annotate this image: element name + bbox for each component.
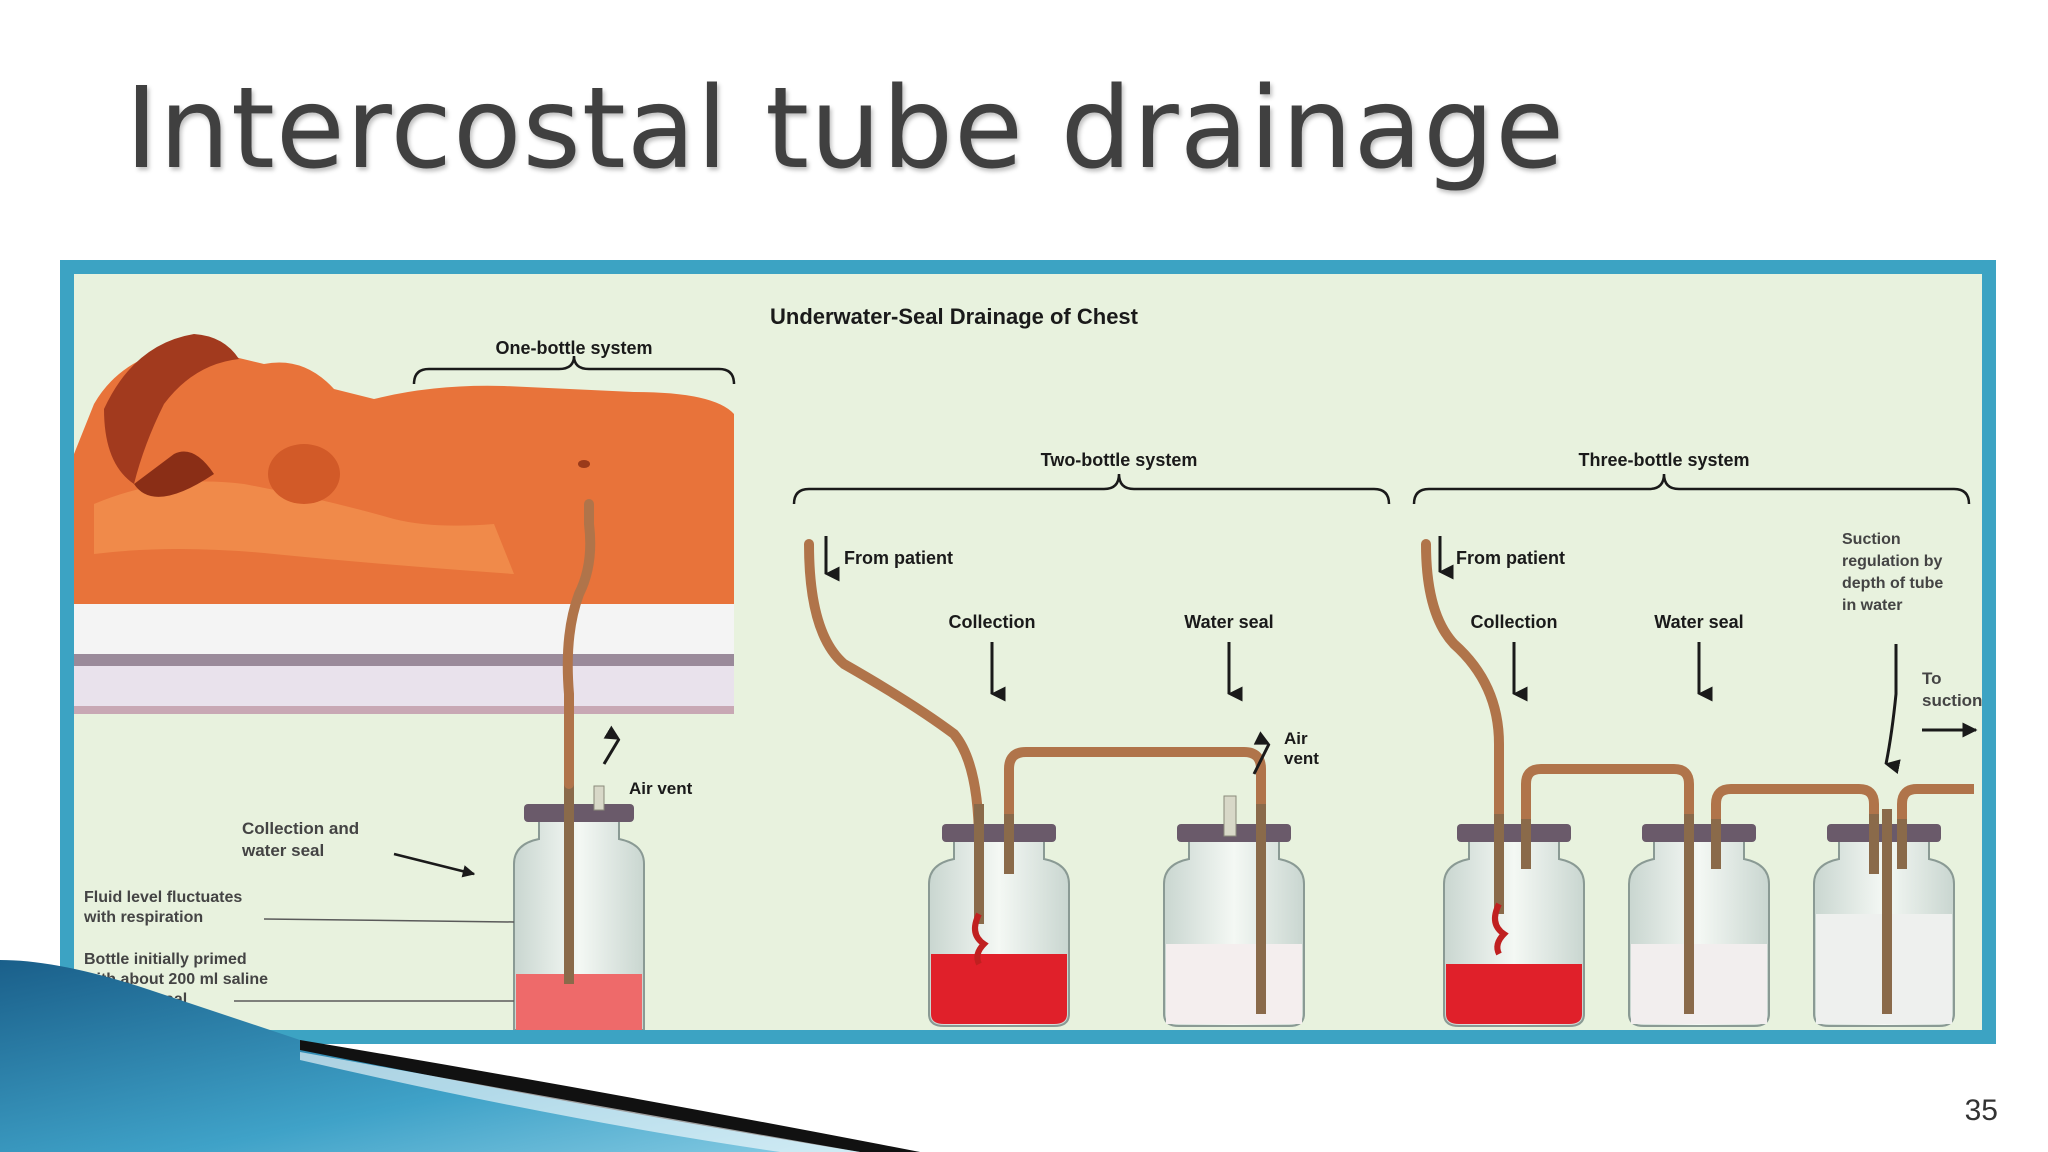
three-water-seal-bottle: [1628, 814, 1770, 1027]
two-bottle-brace: [792, 473, 1391, 505]
collection-water-seal-label-1: Collection and: [242, 819, 359, 838]
fluid-level-label-1: Fluid level fluctuates: [84, 889, 242, 906]
figure-heading: Underwater-Seal Drainage of Chest: [770, 304, 1139, 329]
three-bottle-from-patient: From patient: [1456, 548, 1565, 568]
air-vent-arrow: [602, 725, 621, 765]
three-bottle-title: Three-bottle system: [1578, 450, 1749, 470]
three-collection-bottle: [1443, 814, 1585, 1027]
one-bottle-brace: [412, 355, 736, 385]
two-water-seal-bottle: [1163, 795, 1305, 1027]
two-bottle-title: Two-bottle system: [1041, 450, 1198, 470]
suction-regulation-label-2: regulation by: [1842, 553, 1943, 570]
one-bottle-air-vent-label: Air vent: [629, 779, 693, 798]
fluid-level-label-2: with respiration: [83, 909, 203, 926]
three-bottle-patient-tube: [1421, 539, 1504, 849]
two-bottle-system: Two-bottle system From patient Collectio…: [792, 450, 1391, 1027]
suction-regulation-label-1: Suction: [1842, 531, 1901, 548]
two-bottle-collection-label: Collection: [948, 612, 1035, 632]
one-bottle-chest-tube: [562, 499, 596, 789]
collection-arrow: [393, 852, 476, 878]
three-suction-tube: [1897, 784, 1974, 844]
two-bottle-patient-tube: [804, 539, 984, 849]
two-bottle-water-seal-label: Water seal: [1184, 612, 1273, 632]
suction-regulation-arrow: [1884, 644, 1901, 775]
to-suction-label-1: To: [1922, 669, 1942, 688]
slide-number: 35: [1964, 1094, 1998, 1127]
suction-regulation-label-3: depth of tube: [1842, 575, 1943, 592]
collection-water-seal-label-2: water seal: [241, 841, 324, 860]
three-bottle-water-seal-label: Water seal: [1654, 612, 1743, 632]
one-bottle-jar: [513, 784, 645, 1030]
three-suction-control-bottle: [1813, 809, 1955, 1027]
three-bottle-system: Three-bottle system From patient Collect…: [1412, 450, 1982, 1027]
to-suction-label-2: suction: [1922, 691, 1982, 710]
bottle-primed-label-1: Bottle initially primed: [84, 951, 247, 968]
two-bottle-air-vent-1: Air: [1284, 729, 1308, 748]
drainage-illustration: Underwater-Seal Drainage of Chest One-bo…: [74, 274, 1982, 1030]
one-bottle-title: One-bottle system: [495, 338, 652, 358]
figure-frame: Underwater-Seal Drainage of Chest One-bo…: [60, 260, 1996, 1044]
two-air-vent-arrow: [1252, 731, 1271, 775]
suction-regulation-label-4: in water: [1842, 597, 1902, 614]
fluid-level-leader: [263, 918, 515, 923]
two-collection-bottle: [928, 804, 1070, 1027]
two-bottle-from-patient: From patient: [844, 548, 953, 568]
one-bottle-system: One-bottle system Air vent Collection: [74, 334, 736, 1030]
slide-title: Intercostal tube drainage: [125, 64, 1566, 194]
three-bottle-collection-label: Collection: [1470, 612, 1557, 632]
three-connector-tube-2: [1711, 784, 1879, 844]
bottom-decoration: [0, 960, 920, 1152]
three-bottle-brace: [1412, 473, 1971, 505]
two-bottle-air-vent-2: vent: [1284, 749, 1319, 768]
three-connector-tube-1: [1521, 764, 1694, 844]
